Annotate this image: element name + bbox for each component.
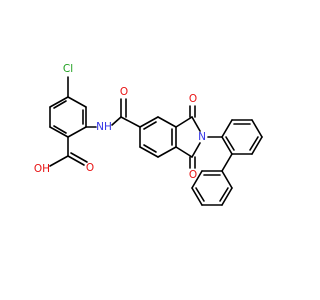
carboxyl-oxygen-label: O [86, 162, 94, 174]
amide-oxygen-label: O [120, 86, 128, 98]
bond [49, 155, 69, 167]
bond [53, 100, 67, 109]
bond [195, 187, 205, 202]
bond [67, 126, 87, 138]
bond [70, 152, 88, 163]
chlorine-atom-label: Cl [63, 63, 73, 75]
bond [49, 96, 69, 108]
bond [139, 146, 159, 158]
amide-nh-label: NH [96, 121, 112, 133]
bond [251, 136, 263, 155]
chemical-structure-diagram: Cl OH O NH O O N O [34, 63, 263, 206]
hydroxyl-group-label: OH [34, 163, 50, 175]
bond [249, 136, 259, 151]
bond [221, 153, 233, 172]
bond [157, 116, 177, 128]
imide-top-oxygen-label: O [189, 93, 197, 105]
bond [191, 142, 201, 158]
bond [67, 96, 87, 108]
atom-labels: Cl OH O NH O O N O [34, 63, 206, 181]
bond [67, 155, 85, 166]
bond [111, 116, 122, 126]
bond [221, 170, 233, 189]
bond [219, 187, 229, 202]
bond [191, 187, 203, 206]
bond [251, 119, 263, 138]
bond [53, 125, 67, 134]
bond [49, 126, 69, 138]
bond [175, 146, 193, 158]
bond [225, 136, 235, 151]
bond [157, 146, 177, 158]
bond [221, 119, 233, 138]
bond [175, 116, 193, 128]
bond [221, 187, 233, 206]
bond [143, 121, 157, 130]
imide-bottom-oxygen-label: O [189, 169, 197, 181]
bond [139, 116, 159, 128]
bond [143, 144, 157, 153]
imide-nitrogen-label: N [198, 131, 206, 143]
bond [221, 136, 233, 155]
bond [120, 116, 141, 128]
bond [191, 116, 201, 132]
bond [191, 170, 203, 189]
bond-lines [49, 76, 263, 206]
